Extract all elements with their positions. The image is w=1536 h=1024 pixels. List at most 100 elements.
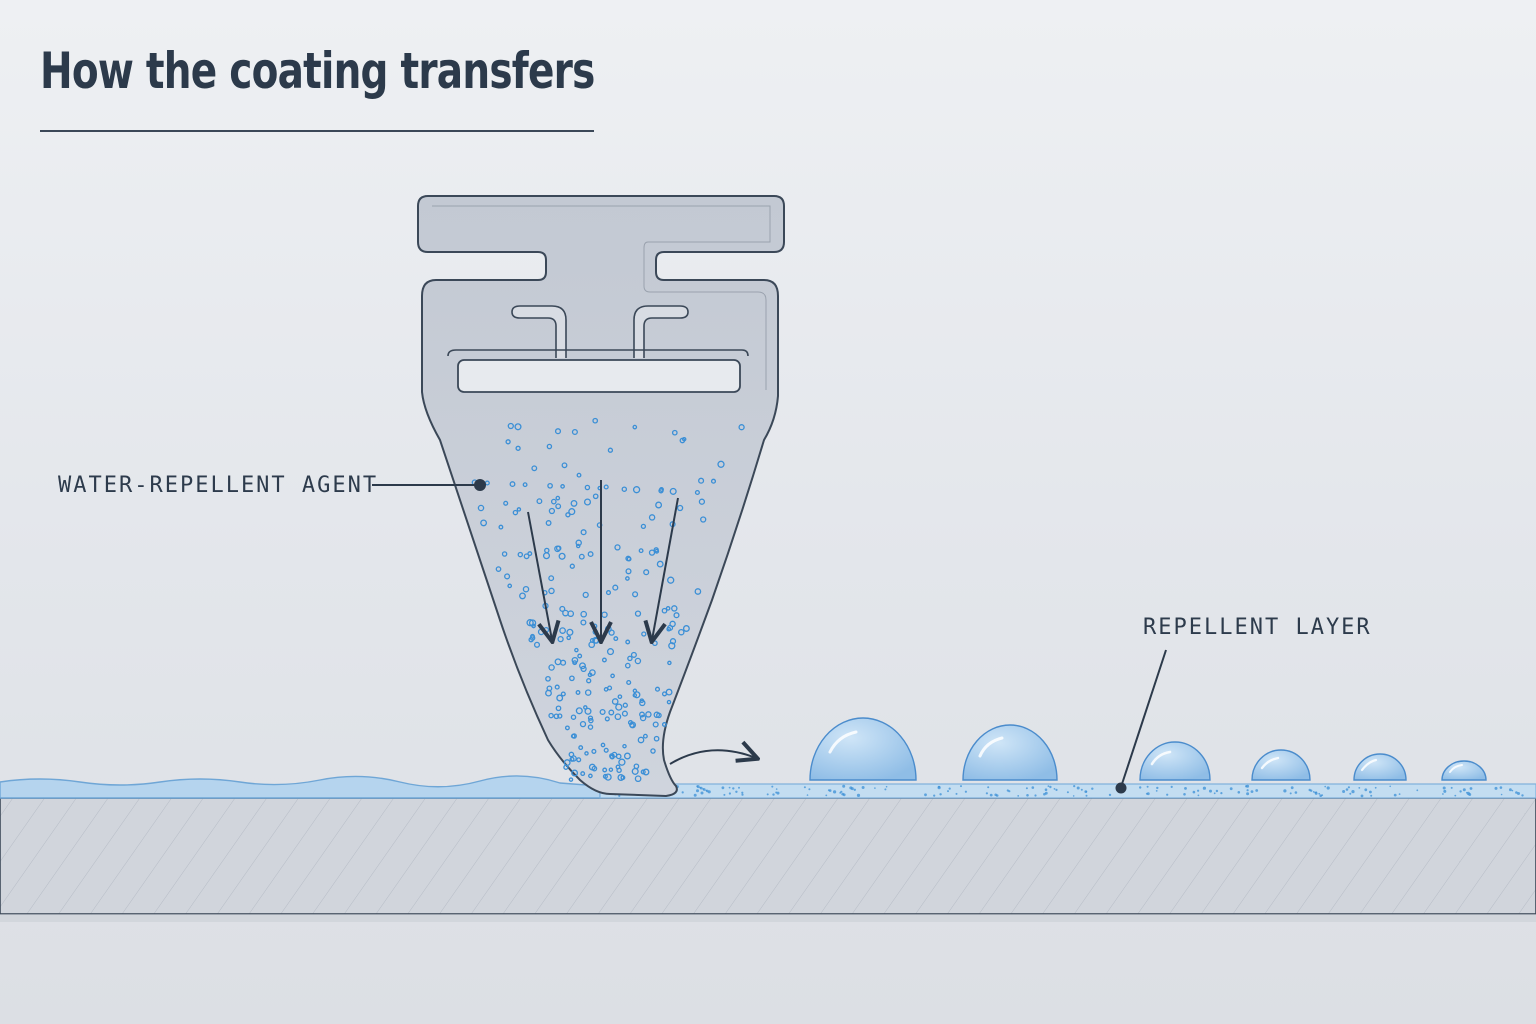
layer-particle bbox=[1044, 791, 1048, 795]
agent-particle bbox=[738, 424, 745, 431]
layer-particle bbox=[775, 788, 778, 790]
layer-particle bbox=[1145, 792, 1148, 795]
agent-particle bbox=[575, 543, 581, 549]
agent-particle bbox=[678, 628, 685, 636]
agent-particle bbox=[681, 436, 687, 442]
agent-particle bbox=[580, 771, 586, 777]
agent-particle bbox=[548, 507, 556, 515]
agent-particle bbox=[578, 745, 584, 751]
agent-particle bbox=[570, 755, 577, 762]
agent-particle bbox=[640, 769, 646, 775]
layer-particle bbox=[696, 785, 700, 789]
layer-particle bbox=[1146, 785, 1149, 788]
layer-particle bbox=[1393, 793, 1397, 797]
agent-particle bbox=[650, 748, 656, 754]
agent-particle bbox=[553, 713, 560, 720]
layer-particle bbox=[1220, 792, 1223, 795]
layer-particle bbox=[1025, 787, 1028, 790]
agent-particle bbox=[587, 551, 594, 558]
layer-particle bbox=[1321, 794, 1324, 797]
agent-particle bbox=[561, 462, 568, 469]
agent-particle bbox=[523, 553, 530, 560]
agent-particle bbox=[669, 620, 676, 628]
layer-particle bbox=[1066, 791, 1069, 794]
droplet bbox=[1441, 760, 1487, 781]
layer-particle bbox=[1499, 786, 1503, 789]
agent-particle bbox=[606, 648, 615, 656]
layer-particle bbox=[924, 793, 927, 797]
agent-particle bbox=[569, 675, 575, 682]
agent-particle bbox=[505, 439, 511, 445]
agent-particle bbox=[519, 592, 526, 600]
droplet bbox=[809, 717, 917, 781]
layer-particle bbox=[1072, 795, 1075, 797]
layer-particle bbox=[1349, 792, 1352, 795]
layer-particle bbox=[1358, 787, 1361, 789]
layer-particle bbox=[1450, 786, 1453, 789]
layer-particle bbox=[1255, 789, 1259, 792]
layer-particle bbox=[696, 789, 699, 793]
layer-particle bbox=[1443, 789, 1447, 793]
agent-particle bbox=[640, 523, 647, 530]
layer-particle bbox=[842, 793, 846, 797]
layer-particle bbox=[853, 788, 856, 791]
agent-particle bbox=[574, 647, 579, 653]
agent-particle bbox=[571, 428, 578, 436]
agent-particle bbox=[555, 545, 562, 551]
agent-particle bbox=[626, 556, 632, 562]
layer-particle bbox=[1246, 792, 1250, 796]
agent-particle bbox=[717, 460, 725, 468]
layer-particle bbox=[732, 787, 735, 790]
agent-particle bbox=[578, 553, 585, 560]
layer-particle bbox=[1521, 794, 1524, 797]
flow-arrow-right bbox=[652, 497, 679, 640]
layer-particle bbox=[1360, 794, 1364, 798]
layer-particle bbox=[933, 794, 936, 797]
layer-particle bbox=[1209, 789, 1212, 793]
agent-particle bbox=[530, 633, 535, 639]
layer-particle bbox=[1351, 790, 1355, 794]
agent-particle bbox=[694, 489, 700, 496]
agent-particle bbox=[580, 610, 588, 618]
layer-particle bbox=[985, 792, 989, 795]
layer-particle bbox=[850, 787, 854, 791]
layer-particle bbox=[1469, 787, 1473, 790]
agent-particle bbox=[661, 722, 667, 727]
agent-particle bbox=[599, 708, 606, 716]
layer-particle bbox=[1229, 787, 1233, 791]
agent-particle bbox=[600, 742, 606, 748]
layer-particle bbox=[771, 785, 774, 788]
agent-particle bbox=[615, 703, 623, 711]
agent-particle bbox=[601, 657, 607, 663]
agent-particle bbox=[571, 733, 577, 739]
agent-particle bbox=[638, 548, 644, 554]
layer-particle bbox=[1500, 793, 1503, 796]
layer-particle bbox=[1283, 789, 1287, 793]
layer-particle bbox=[1026, 794, 1029, 797]
layer-particle bbox=[1318, 792, 1321, 795]
agent-particle bbox=[560, 484, 565, 489]
leader-lines bbox=[372, 479, 1167, 794]
agent-particle bbox=[545, 520, 552, 526]
layer-particle bbox=[833, 790, 837, 794]
agent-particle bbox=[632, 486, 641, 494]
agent-particle bbox=[575, 707, 583, 715]
layer-particle bbox=[1459, 790, 1462, 793]
agent-particle bbox=[603, 747, 609, 753]
droplet bbox=[962, 724, 1058, 781]
layer-particle bbox=[827, 789, 830, 792]
layer-particle bbox=[1370, 794, 1373, 797]
agent-particle bbox=[621, 486, 628, 492]
layer-particle bbox=[1294, 791, 1298, 794]
layer-particle bbox=[681, 791, 684, 794]
agent-particle bbox=[584, 751, 589, 756]
agent-particle bbox=[526, 619, 534, 627]
layer-particle bbox=[947, 790, 949, 793]
agent-particle bbox=[577, 653, 583, 659]
agent-particle bbox=[642, 733, 648, 739]
agent-particle bbox=[566, 628, 574, 636]
layer-particle bbox=[735, 790, 738, 793]
agent-particle bbox=[624, 662, 631, 669]
agent-particle bbox=[564, 725, 570, 731]
layer-particle bbox=[948, 787, 951, 790]
